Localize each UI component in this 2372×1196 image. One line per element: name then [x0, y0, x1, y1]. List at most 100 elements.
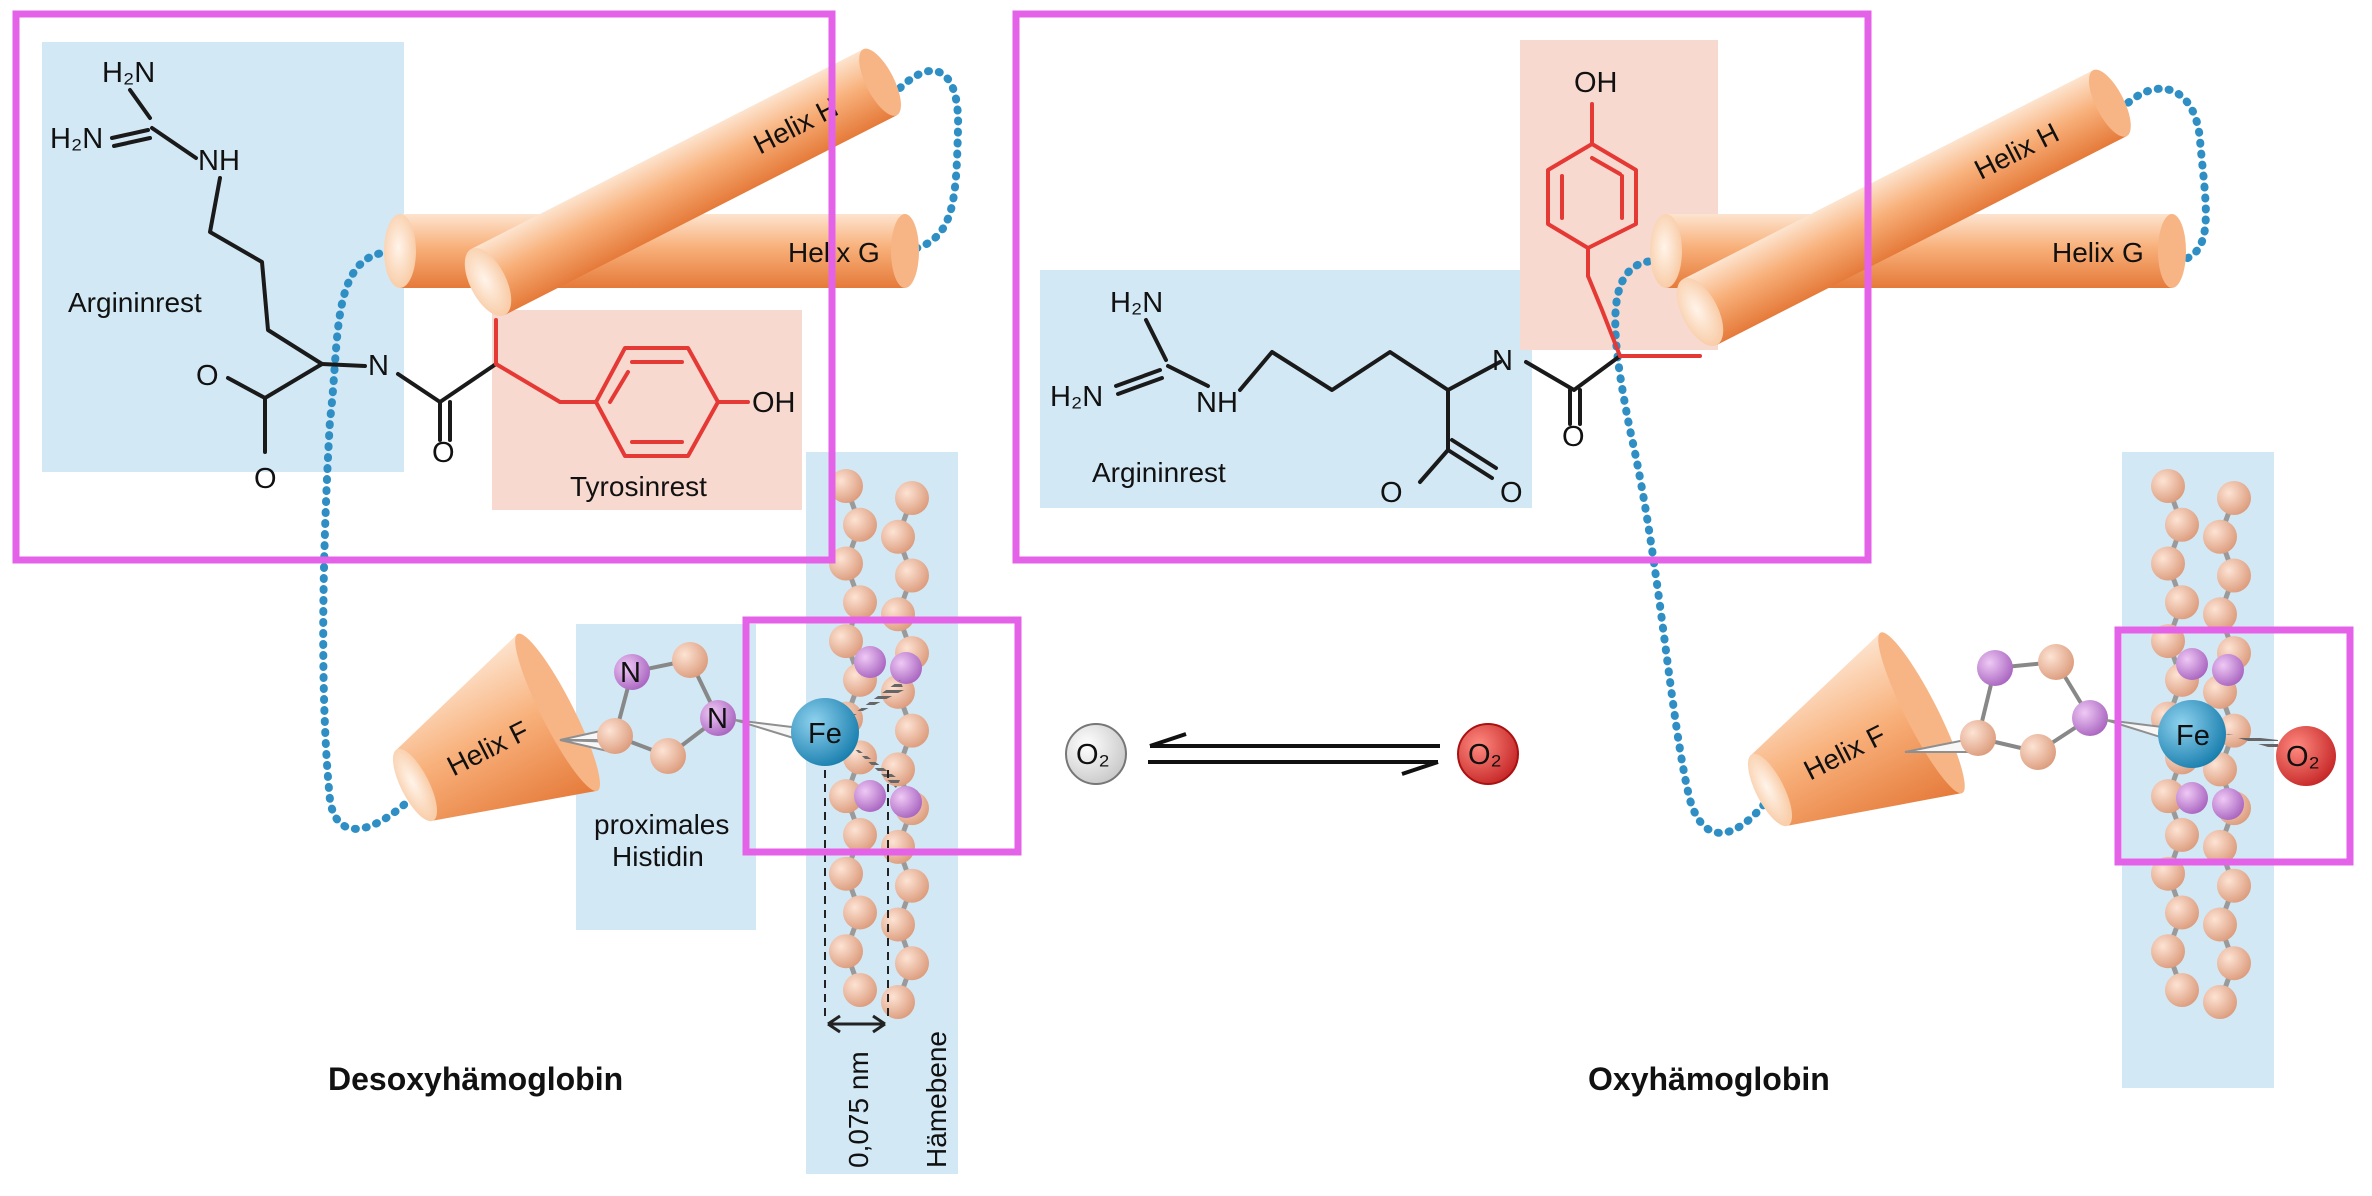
heme-nitrogen-atom: [2176, 782, 2208, 814]
heme-atom: [895, 713, 929, 748]
iron-label-right: Fe: [2176, 720, 2210, 752]
histidine-label-2-left: Histidin: [612, 841, 704, 872]
linker-chain-gh-right: [2116, 84, 2210, 266]
heme-atom: [829, 856, 863, 891]
heme-atom: [843, 895, 877, 930]
heme-atom: [881, 519, 915, 554]
heme-atom: [2217, 481, 2251, 515]
o2-bound-label: O₂: [1468, 739, 1502, 771]
distance-label: 0,075 nm: [843, 1051, 874, 1168]
heme-atom: [829, 779, 863, 814]
heme-atom: [881, 829, 915, 864]
o2-free-label: O₂: [1076, 739, 1110, 771]
tyrosine-panel: [492, 310, 802, 510]
heme-nitrogen-atom: [2212, 788, 2244, 820]
heme-nitrogen-atom: [2176, 648, 2208, 680]
heme-atom: [2203, 907, 2237, 942]
oxygen-equilibrium: O₂ O₂: [1065, 723, 1519, 785]
heme-atom: [2165, 507, 2199, 542]
linker-chain-gh-left: [896, 66, 963, 254]
helix-h-left: Helix H: [464, 48, 901, 316]
heme-atom: [2151, 546, 2185, 581]
iron-atom-left: Fe: [791, 680, 904, 788]
heme-atom: [2217, 558, 2251, 593]
heme-atom: [829, 624, 863, 659]
heme-atom: [2217, 868, 2251, 903]
amine-label: H₂N: [102, 57, 155, 89]
arginine-label-right: Argininrest: [1092, 457, 1226, 488]
oxygen-label: O: [432, 437, 455, 469]
heme-plane-label: Hämebene: [921, 1031, 952, 1168]
oxygen-bound-label: O₂: [2286, 741, 2320, 773]
helix-g-label-right: Helix G: [2052, 237, 2144, 268]
helix-f-right: Helix F: [1747, 632, 1965, 827]
heme-atom: [2203, 519, 2237, 554]
title-oxyhemoglobin: Oxyhämoglobin: [1588, 1061, 1830, 1097]
heme-atom: [895, 558, 929, 593]
heme-nitrogen-atom: [890, 786, 922, 818]
nitrogen-atom-label: N: [707, 703, 728, 735]
imine-label: NH: [1196, 387, 1238, 419]
amine-label: H₂N: [1050, 381, 1103, 413]
linker-chain-gf-left: [319, 248, 424, 833]
heme-atom: [895, 946, 929, 981]
heme-nitrogen-atom: [854, 646, 886, 678]
tyrosine-label-left: Tyrosinrest: [570, 471, 707, 502]
distance-marker: 0,075 nm Hämebene: [824, 770, 952, 1168]
heme-atom: [2165, 895, 2199, 930]
heme-nitrogen-atom: [2212, 654, 2244, 686]
nitrogen-atom-label: N: [620, 657, 641, 689]
iron-label-left: Fe: [808, 718, 842, 750]
histidine-panel: [576, 624, 756, 930]
heme-atom: [2165, 817, 2199, 852]
oxygen-label: O: [196, 360, 219, 392]
heme-atom: [829, 934, 863, 969]
heme-porphyrin-left: [829, 469, 929, 1019]
highlight-box-iron-left: [742, 616, 1022, 856]
arginine-tyrosine-structure-left: H₂N H₂N NH O O N O OH Argininrest Tyrosi…: [50, 57, 796, 502]
proximal-histidine-right: [1904, 644, 2171, 770]
heme-atom: [881, 985, 915, 1019]
heme-atom: [2165, 973, 2199, 1007]
heme-atom: [829, 546, 863, 581]
heme-atom: [2165, 585, 2199, 620]
amine-label: H₂N: [1110, 287, 1163, 319]
helix-h-right: Helix H: [1676, 69, 2131, 346]
heme-nitrogen-atom: [854, 780, 886, 812]
title-desoxyhemoglobin: Desoxyhämoglobin: [328, 1061, 623, 1097]
hydroxyl-label: OH: [1574, 67, 1618, 99]
nitrogen-label: N: [1492, 345, 1513, 377]
heme-plane-panel-right: [2122, 452, 2274, 1088]
nitrogen-label: N: [368, 350, 389, 382]
oxygen-label: O: [1380, 477, 1403, 509]
heme-atom: [2203, 985, 2237, 1019]
heme-atom: [2203, 829, 2237, 864]
heme-atom: [843, 817, 877, 852]
heme-atom: [881, 597, 915, 632]
heme-atom: [843, 973, 877, 1007]
highlight-box-arg-tyr-right: [1012, 10, 1872, 564]
helix-f-left: Helix F: [392, 633, 600, 822]
heme-atom: [895, 481, 929, 515]
heme-atom: [829, 469, 863, 503]
heme-atom: [2217, 946, 2251, 981]
histidine-label-1-left: proximales: [594, 809, 729, 840]
heme-atom: [2151, 469, 2185, 503]
iron-atom-right: Fe O₂: [2158, 700, 2336, 786]
arginine-panel: [42, 42, 404, 472]
oxygen-label: O: [1500, 477, 1523, 509]
heme-atom: [2203, 597, 2237, 632]
highlight-box-iron-right: [2114, 626, 2354, 866]
heme-atom: [2151, 934, 2185, 969]
arginine-label-left: Argininrest: [68, 287, 202, 318]
heme-atom: [881, 907, 915, 942]
heme-nitrogen-atom: [890, 652, 922, 684]
hydroxyl-label: OH: [752, 387, 796, 419]
oxygen-label: O: [254, 463, 277, 495]
oxygen-label: O: [1562, 421, 1585, 453]
arginine-tyrosine-structure-right: H₂N H₂N NH O O N O OH Argininrest: [1050, 67, 1702, 509]
heme-atom: [2151, 779, 2185, 814]
heme-atom: [843, 507, 877, 542]
heme-plane-panel-left: [806, 452, 958, 1174]
